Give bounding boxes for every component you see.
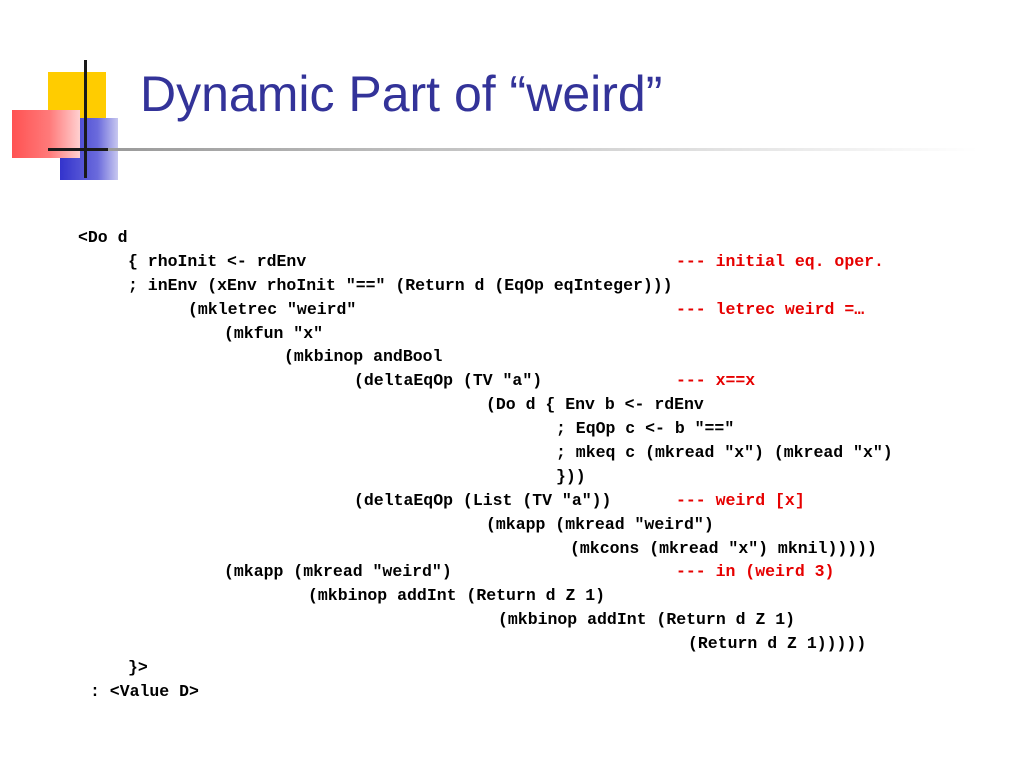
code-comment: --- weird [x] (676, 490, 805, 510)
code-text: (mkfun "x" (224, 323, 324, 343)
code-comment: --- in (weird 3) (676, 562, 835, 582)
code-text: (deltaEqOp (TV "a") (354, 371, 543, 391)
code-text: ; EqOp c <- b "==" (556, 419, 735, 439)
slide-title: Dynamic Part of “weird” (140, 66, 663, 122)
code-text: (deltaEqOp (List (TV "a")) (354, 490, 612, 510)
code-comment: --- x==x (676, 371, 756, 391)
code-text: ; mkeq c (mkread "x") (mkread "x") (556, 443, 893, 463)
code-text: (mkcons (mkread "x") mknil))))) (570, 538, 877, 558)
code-comment: --- initial eq. oper. (676, 251, 884, 271)
title-underline (108, 148, 978, 151)
logo-vertical-line (84, 60, 87, 178)
code-text: (mkbinop addInt (Return d Z 1) (308, 586, 606, 606)
code-text: }> (128, 658, 148, 678)
code-text: : <Value D> (90, 681, 199, 701)
code-text: (mkapp (mkread "weird") (486, 514, 714, 534)
code-text: { rhoInit <- rdEnv (128, 251, 307, 271)
code-text: (mkletrec "weird" (188, 299, 357, 319)
slide-logo (0, 0, 150, 190)
code-text: (Do d { Env b <- rdEnv (486, 395, 704, 415)
code-text: ; inEnv (xEnv rhoInit "==" (Return d (Eq… (128, 275, 673, 295)
code-text: })) (556, 466, 586, 486)
code-text: (mkbinop addInt (Return d Z 1) (498, 610, 796, 630)
code-text: <Do d (78, 228, 128, 247)
code-text: (mkapp (mkread "weird") (224, 562, 452, 582)
logo-horizontal-line (48, 148, 112, 151)
code-text: (mkbinop andBool (284, 347, 443, 367)
code-text: (Return d Z 1))))) (688, 634, 867, 654)
code-comment: --- letrec weird =… (676, 299, 865, 319)
